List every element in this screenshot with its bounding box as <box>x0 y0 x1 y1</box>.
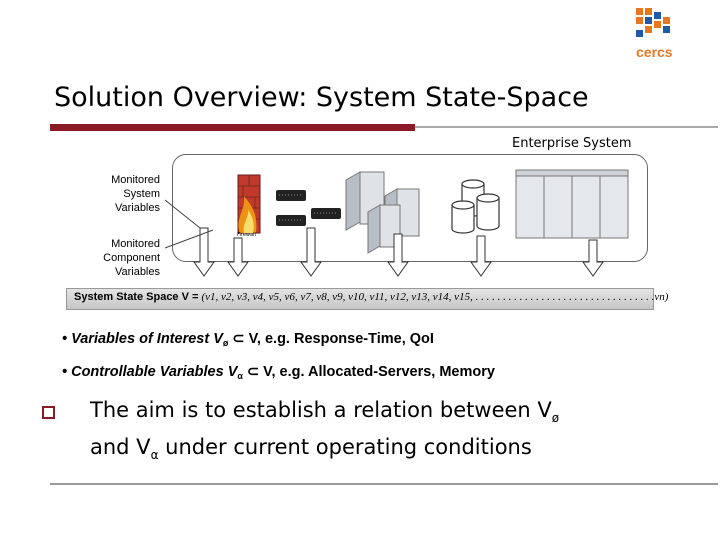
arrow-icon <box>193 227 604 277</box>
storage-cabinet-icon <box>515 169 629 239</box>
bullet-square-icon <box>42 406 55 419</box>
variables-of-interest: • Variables of Interest Vø ⊂ V, e.g. Res… <box>62 331 434 348</box>
logo-text: cercs <box>636 44 673 60</box>
title-underline <box>50 124 718 131</box>
connector-lines <box>164 199 214 249</box>
aim-statement: The aim is to establish a relation betwe… <box>90 398 560 463</box>
database-icon <box>451 179 500 234</box>
monitored-system-label: Monitored System Variables <box>111 174 160 214</box>
state-space-prefix: System State Space V = <box>74 291 202 303</box>
enterprise-system-box <box>172 154 648 262</box>
enterprise-system-label: Enterprise System <box>512 136 632 151</box>
server-tower-icon <box>345 171 420 254</box>
state-space-text: System State Space V = (v1, v2, v3, v4, … <box>74 291 668 303</box>
state-space-vector: (v1, v2, v3, v4, v5, v6, v7, v8, v9, v10… <box>201 291 669 303</box>
network-switch-icon <box>276 190 341 226</box>
page-title: Solution Overview: System State-Space <box>54 82 589 113</box>
firewall-icon <box>237 174 261 234</box>
bottom-divider <box>50 483 718 485</box>
cercs-logo <box>636 8 670 37</box>
monitored-component-label: Monitored Component Variables <box>103 238 160 278</box>
state-space-band <box>66 288 654 310</box>
diagram-graphics <box>164 169 629 277</box>
firewall-label: Firewall <box>237 232 256 238</box>
logo-grid-icon <box>636 8 670 37</box>
controllable-variables: • Controllable Variables Vα ⊂ V, e.g. Al… <box>62 364 495 381</box>
